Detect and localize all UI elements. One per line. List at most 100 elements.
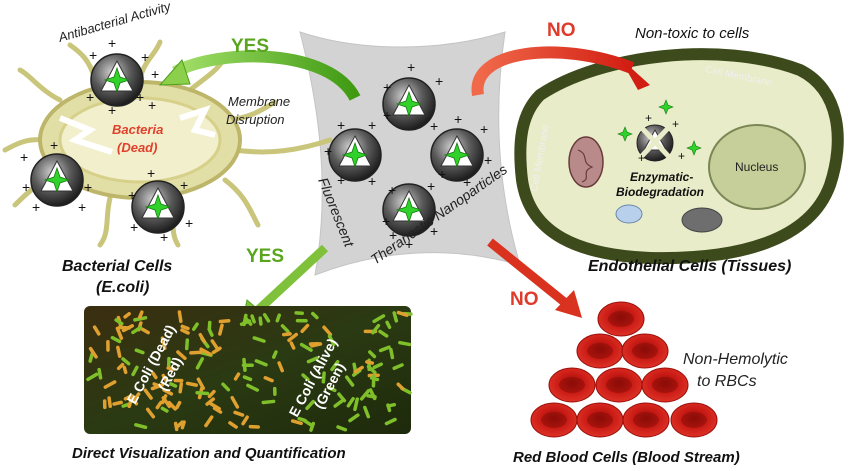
ecoli-rod (207, 389, 216, 399)
yes-top-label: YES (231, 36, 269, 57)
no-bottom-label: NO (510, 289, 539, 310)
ecoli-rod (396, 382, 405, 391)
ecoli-rod (132, 397, 139, 406)
ecoli-rod (160, 406, 169, 413)
rbc-label: Red Blood Cells (Blood Stream) (513, 449, 740, 466)
ecoli-rod (378, 329, 389, 338)
svg-text:+: + (108, 35, 116, 51)
enzymatic-label-1: Enzymatic- (630, 170, 693, 184)
ecoli-rod (145, 407, 156, 419)
ecoli-rod (233, 410, 245, 417)
nucleus-shape (708, 124, 806, 210)
ecoli-rod (131, 365, 139, 377)
svg-text:+: + (389, 227, 397, 243)
ecoli-rod (195, 391, 210, 396)
svg-text:+: + (407, 59, 415, 75)
ecoli-rod (140, 327, 150, 335)
ecoli-rod (180, 324, 190, 331)
degrading-nanoparticle (636, 124, 674, 162)
svg-text:+: + (32, 199, 40, 215)
svg-text:+: + (454, 111, 462, 127)
svg-text:+: + (147, 165, 155, 181)
ecoli-rod (372, 314, 386, 324)
ecoli-rod (372, 362, 383, 370)
ecoli-rod (166, 366, 176, 371)
ecoli-rod (121, 357, 131, 366)
ecoli-rod (115, 326, 124, 340)
svg-text:+: + (148, 97, 156, 113)
ecoli-rod (386, 402, 397, 408)
ecoli-rod (204, 415, 214, 428)
ecoli-rod (131, 325, 143, 335)
svg-text:+: + (130, 219, 138, 235)
svg-text:+: + (463, 174, 471, 190)
svg-text:+: + (128, 187, 136, 203)
ecoli-rod (385, 320, 392, 330)
ecoli-rod (97, 367, 103, 380)
svg-text:+: + (427, 178, 435, 194)
ecoli-rod (389, 347, 395, 360)
ecoli-rod (230, 395, 240, 409)
ecoli-rod (368, 350, 377, 359)
ecoli-rod (151, 371, 158, 380)
ecoli-rod (196, 377, 206, 390)
ecoli-rod (300, 323, 310, 334)
svg-text:+: + (160, 229, 168, 245)
ecoli-rod (290, 419, 303, 426)
ecoli-rod (333, 398, 345, 408)
ecoli-rod (287, 332, 299, 342)
non-toxic-label: Non-toxic to cells (635, 25, 750, 42)
ecoli-rod (330, 359, 340, 372)
ecoli-rod (352, 362, 358, 373)
ecoli-rod (177, 310, 183, 323)
ecoli-rod (123, 394, 132, 401)
svg-text:+: + (84, 179, 92, 195)
nucleus-label: Nucleus (735, 160, 778, 174)
ecoli-rod (368, 388, 377, 401)
ecoli-rod (221, 382, 231, 392)
ecoli-rod (246, 383, 260, 392)
bacteria-label-1: Bacteria (112, 122, 163, 137)
ecoli-rod (241, 415, 249, 426)
svg-text:+: + (484, 152, 492, 168)
ecoli-rod (167, 400, 177, 411)
ecoli-rod (184, 338, 190, 351)
ecoli-rod (371, 323, 381, 335)
ecoli-rod (280, 324, 290, 334)
ecoli-rod (152, 382, 163, 389)
ecoli-rod (162, 388, 174, 396)
no-arrow-top (471, 46, 650, 97)
ecoli-rod (242, 357, 247, 372)
svg-text:+: + (337, 172, 345, 188)
ecoli-rod (92, 325, 101, 336)
ecoli-rod (88, 351, 94, 363)
ecoli-rod (185, 381, 198, 387)
ecoli-rod (348, 413, 360, 423)
bacteria-label-2: (Dead) (117, 140, 157, 155)
ecoli-rod (121, 324, 135, 333)
ecoli-rod (275, 313, 281, 323)
ecoli-rod (107, 396, 112, 409)
ecoli-rod (365, 360, 375, 365)
ecoli-rod (277, 361, 284, 373)
svg-text:+: + (368, 173, 376, 189)
no-arrow-bottom (487, 238, 582, 318)
svg-text:+: + (185, 215, 193, 231)
svg-text:+: + (180, 177, 188, 193)
ecoli-rod (289, 341, 296, 350)
svg-text:+: + (20, 149, 28, 165)
svg-text:+: + (108, 102, 116, 118)
ecoli-rod (263, 376, 274, 383)
ecoli-rod (176, 420, 184, 428)
bacterium (2, 39, 333, 248)
membrane-label-2: Disruption (226, 112, 285, 127)
svg-text:+: + (435, 73, 443, 89)
ecoli-rod (195, 357, 205, 370)
ecoli-rod (384, 417, 397, 426)
endothelial-label: Endothelial Cells (Tissues) (588, 258, 791, 275)
svg-text:+: + (141, 49, 149, 65)
ecoli-rod (254, 359, 268, 367)
ecoli-rod (160, 336, 167, 350)
svg-text:+: + (480, 121, 488, 137)
membrane-label-1: Membrane (228, 94, 290, 109)
